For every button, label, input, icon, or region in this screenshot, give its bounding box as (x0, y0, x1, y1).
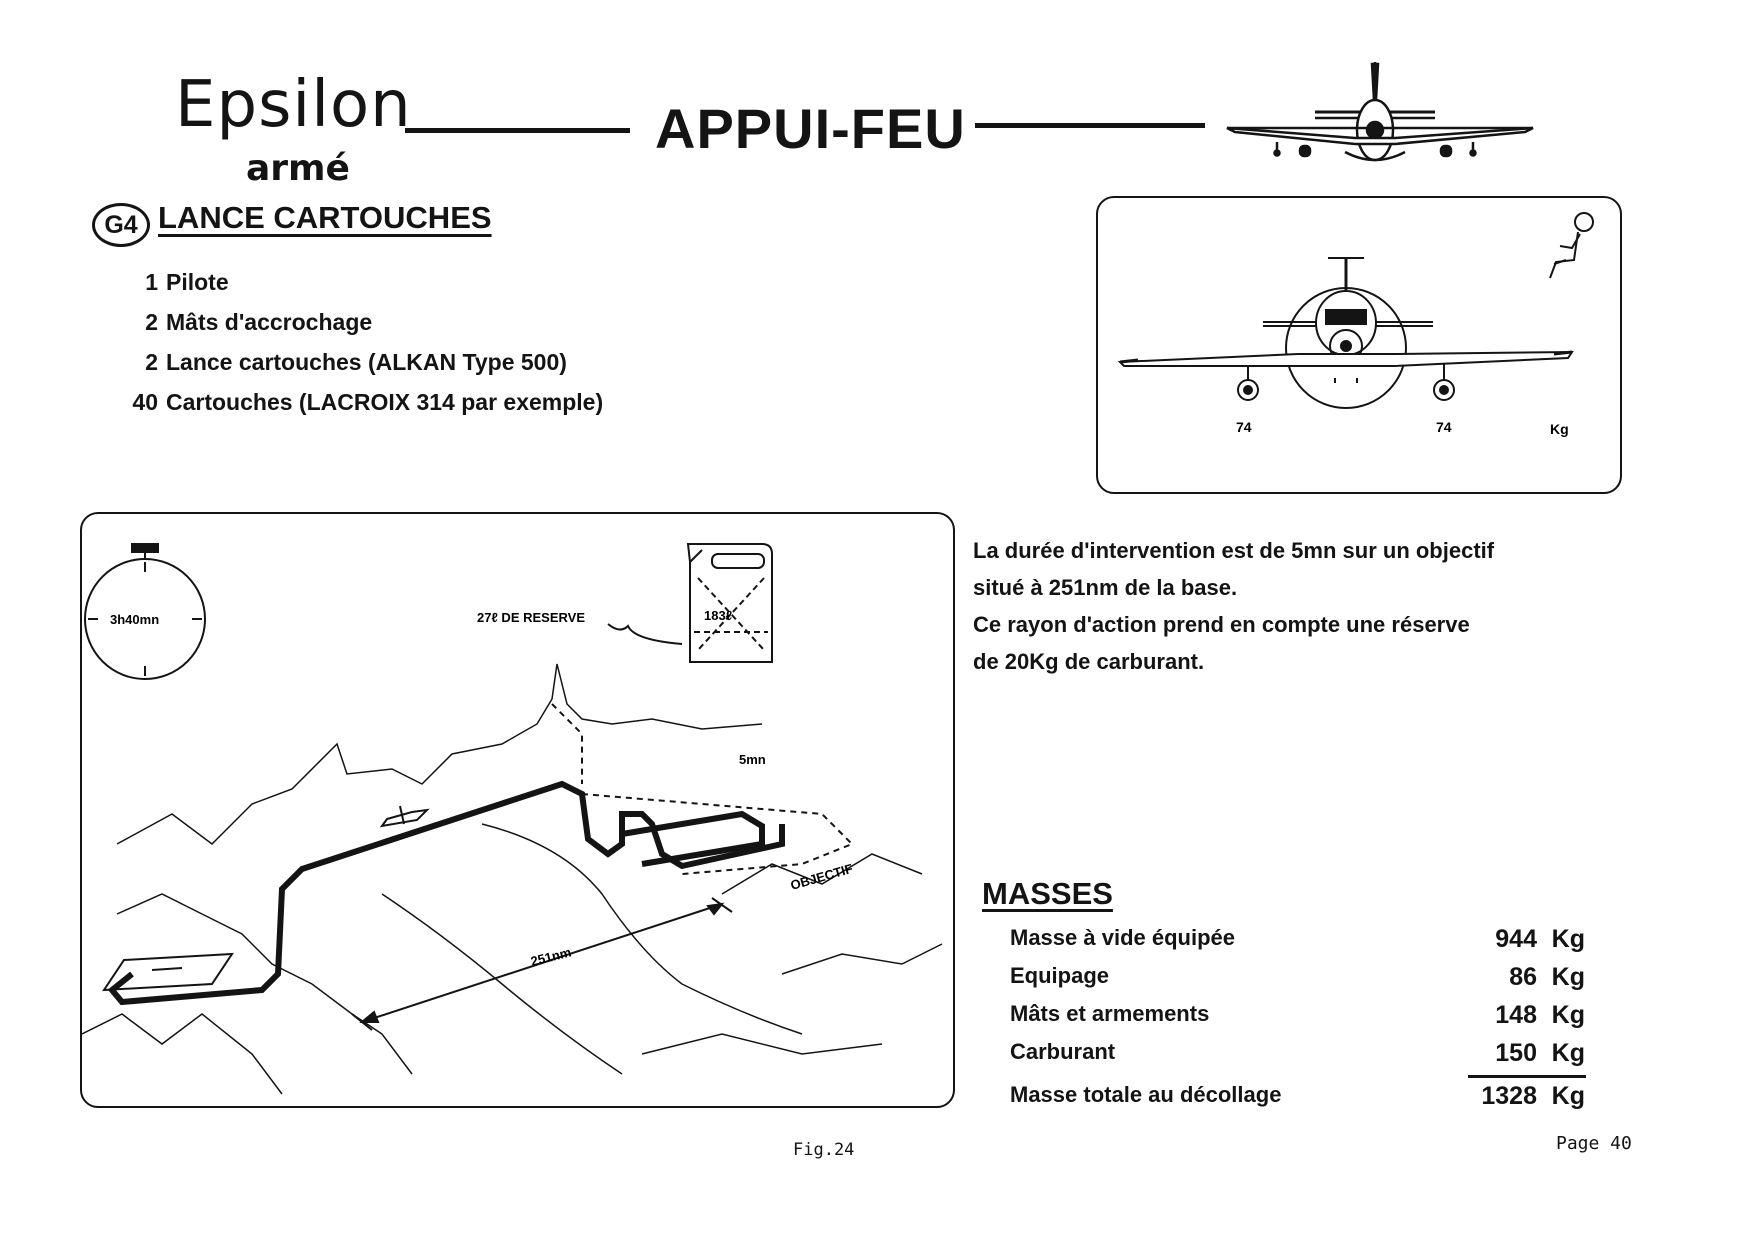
load-unit: Kg (1550, 421, 1569, 437)
fuel-tank-label: 183ℓ (704, 608, 732, 623)
mission-profile-diagram: 3h40mn 27ℓ DE RESERVE 183ℓ 5mn OBJECTIF … (81, 543, 943, 1095)
page-title: APPUI-FEU (655, 97, 966, 160)
endurance-label: 3h40mn (110, 612, 159, 627)
mass-value: 944 (1495, 925, 1537, 953)
masses-title: MASSES (982, 876, 1113, 911)
page-number: Page 40 (1556, 1133, 1632, 1154)
mass-label: Equipage (1010, 963, 1110, 988)
section-code-badge: G4 (92, 203, 150, 247)
target-label: OBJECTIF (789, 861, 855, 893)
header-rule-right (975, 123, 1205, 128)
aircraft-front-icon (1226, 62, 1534, 162)
mission-description: La durée d'intervention est de 5mn sur u… (973, 532, 1613, 680)
description-line: La durée d'intervention est de 5mn sur u… (973, 538, 1495, 563)
brand-logo-text: Epsilon (175, 68, 412, 142)
right-station-load: 74 (1436, 419, 1452, 435)
loiter-time-label: 5mn (739, 752, 766, 767)
mass-value: 150 (1495, 1039, 1537, 1067)
left-station-load: 74 (1236, 419, 1252, 435)
mass-unit: Kg (1551, 963, 1585, 991)
section-title: LANCE CARTOUCHES (158, 200, 492, 235)
aircraft-front-view-diagram: 74 74 Kg (1117, 212, 1594, 437)
front-view-panel: 74 74 Kg (1096, 196, 1622, 494)
total-mass-value: 1328 (1481, 1082, 1537, 1110)
mass-label: Masse à vide équipée (1010, 925, 1235, 950)
total-mass-label: Masse totale au décollage (1010, 1082, 1282, 1107)
total-divider (1468, 1075, 1586, 1078)
mission-profile-panel: 3h40mn 27ℓ DE RESERVE 183ℓ 5mn OBJECTIF … (80, 512, 955, 1108)
header-rule-left (405, 128, 630, 133)
reserve-label: 27ℓ DE RESERVE (477, 610, 585, 625)
description-line: situé à 251nm de la base. (973, 575, 1238, 600)
mass-unit: Kg (1551, 925, 1585, 953)
mass-unit: Kg (1551, 1001, 1585, 1029)
brand-subtitle: armé (246, 148, 350, 189)
distance-label: 251nm (529, 944, 573, 969)
description-line: de 20Kg de carburant. (973, 649, 1205, 674)
figure-label: Fig.24 (793, 1140, 855, 1160)
mass-value: 86 (1509, 963, 1537, 991)
description-line: Ce rayon d'action prend en compte une ré… (973, 612, 1470, 637)
total-mass-unit: Kg (1551, 1082, 1585, 1110)
mass-value: 148 (1495, 1001, 1537, 1029)
mass-unit: Kg (1551, 1039, 1585, 1067)
mass-label: Carburant (1010, 1039, 1116, 1064)
mass-label: Mâts et armements (1010, 1001, 1210, 1026)
